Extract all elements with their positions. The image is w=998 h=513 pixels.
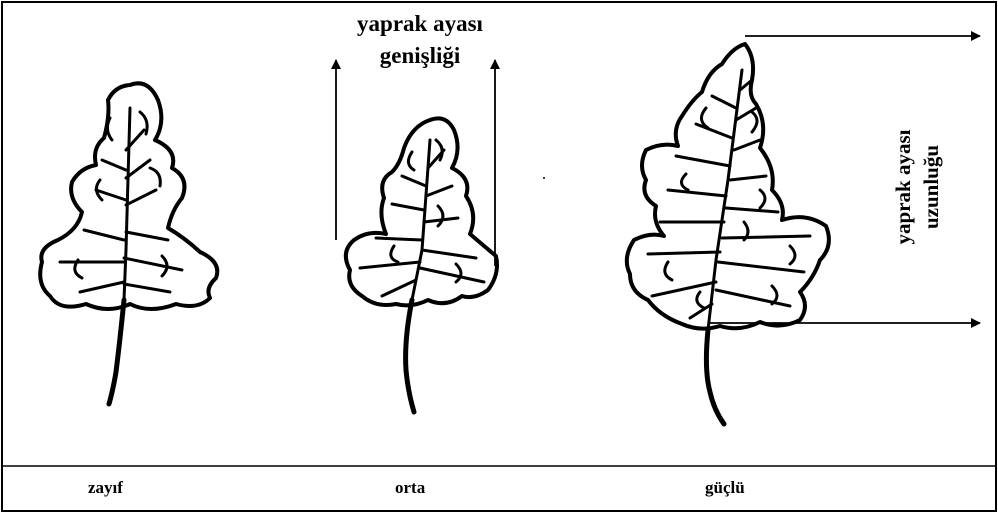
leaf-blade-length-label: yaprak ayası uzunluğu [870,100,965,275]
width-label-line2: genişliği [300,40,540,72]
stray-dot [543,177,545,179]
caption-medium: orta [395,478,425,498]
leaf-strong [627,44,829,424]
caption-strong: güçlü [705,478,745,498]
length-label-line1: yaprak ayası [889,130,917,245]
leaf-weak [40,83,217,404]
leaf-medium [346,118,497,412]
leaf-blade-width-label: yaprak ayası genişliği [300,8,540,72]
length-label-line2: uzunluğu [917,130,945,245]
caption-weak: zayıf [88,478,123,498]
width-label-line1: yaprak ayası [300,8,540,40]
